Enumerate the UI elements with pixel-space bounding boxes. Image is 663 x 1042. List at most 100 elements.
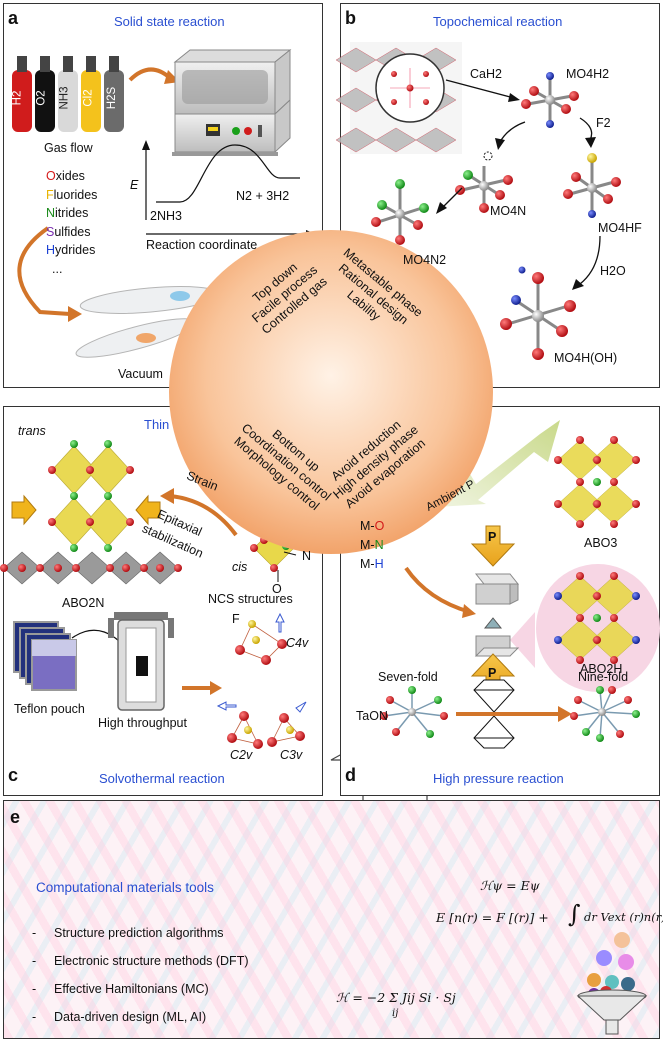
- tools-list: -Structure prediction algorithms -Electr…: [32, 919, 249, 1031]
- gas-cylinders: [12, 56, 124, 132]
- diamond-anvils: [473, 679, 515, 749]
- cylinder-nh3: [58, 56, 78, 132]
- tool-item-4: -Data-driven design (ML, AI): [32, 1010, 207, 1024]
- product-hydrides: Hydrides: [46, 241, 97, 260]
- product-fluorides: Fluorides: [46, 186, 97, 205]
- cylinder-h2: [12, 56, 32, 132]
- mo4hoh-molecule: [500, 266, 576, 360]
- product-sulfides-initial: S: [46, 224, 55, 239]
- abo2n-label: ABO2N: [62, 596, 105, 610]
- abo2h-structure: [510, 564, 660, 692]
- panel-a-label: a: [8, 8, 19, 28]
- mo4n2-label: MO4N2: [403, 253, 447, 267]
- abo2h-label: ABO2H: [580, 662, 623, 676]
- equation-dft-left: E [n(r) = F [(r)] +: [436, 910, 549, 925]
- cylinder-o2: [35, 56, 55, 132]
- mo-m: M-: [360, 519, 375, 533]
- ncs-label: NCS structures: [208, 592, 293, 606]
- autoclave: [108, 612, 174, 711]
- mh-x: H: [374, 557, 384, 571]
- abo3-label: ABO3: [584, 536, 618, 550]
- gas-flow-label: Gas flow: [44, 141, 93, 155]
- o-atom-label: O: [272, 582, 282, 596]
- mn-m: M-: [360, 538, 375, 552]
- reactant-label: 2NH3: [150, 209, 182, 223]
- equation-ising: ℋ = −2 Σ Jij Si · Sj: [336, 990, 456, 1005]
- perovskite-lattice: [335, 42, 462, 154]
- gas-h2-label: H2: [11, 90, 24, 106]
- reaction-axis-label: Reaction coordinate: [146, 238, 258, 252]
- mo4n-molecule: [455, 151, 513, 213]
- product-sulfides: Sulfides: [46, 223, 97, 242]
- product-nitrides: Nitrides: [46, 204, 97, 223]
- vacuum-label: Vacuum: [118, 367, 163, 381]
- f-atom-label: F: [232, 612, 240, 626]
- gas-nh3-label: NH3: [58, 86, 71, 110]
- cylinder-h2s: [104, 56, 124, 132]
- mh-m: M-: [360, 557, 375, 571]
- panel-d-title: High pressure reaction: [433, 771, 564, 786]
- high-pressure-press: [470, 525, 520, 693]
- product-oxides: Oxides: [46, 167, 97, 186]
- gas-cl2-label: Cl2: [82, 89, 95, 107]
- gas-h2s-label: H2S: [106, 86, 119, 110]
- mo4h2-label: MO4H2: [566, 67, 610, 81]
- panel-c-label: c: [8, 765, 19, 785]
- panel-e-title: Computational materials tools: [36, 880, 214, 895]
- mo-x: O: [374, 519, 385, 533]
- taon-ninefold: [570, 686, 640, 742]
- trans-label: trans: [18, 424, 46, 438]
- integral-sign: ∫: [568, 900, 581, 928]
- thin-film-structure: [0, 440, 182, 585]
- n-atom-label: N: [302, 549, 312, 563]
- mx-list: M-O M-N M-H: [360, 517, 384, 574]
- equation-ising-sub: ij: [392, 1008, 399, 1019]
- c2v-label: C2v: [230, 748, 253, 762]
- panel-b-label: b: [345, 8, 356, 28]
- product-fluorides-initial: F: [46, 187, 54, 202]
- product-hydrides-initial: H: [46, 243, 56, 257]
- mo4n2-molecule: [371, 179, 429, 245]
- funnel-graphic: [576, 932, 648, 1035]
- panel-c-bottom-title: Solvothermal reaction: [99, 771, 225, 786]
- panel-d-label: d: [345, 765, 356, 785]
- tool-item-3: -Effective Hamiltonians (MC): [32, 982, 209, 996]
- energy-axis-label: E: [130, 178, 139, 192]
- p-bottom-label: P: [488, 666, 497, 680]
- product-sulfides-rest: ulfides: [54, 224, 91, 239]
- vacuum-ampoules: [75, 286, 221, 358]
- ncs-structures: [216, 612, 307, 749]
- c4v-label: C4v: [286, 636, 309, 650]
- mh-item: M-H: [360, 555, 384, 574]
- teflon-pouch-stack: [13, 621, 77, 691]
- teflon-label: Teflon pouch: [14, 702, 85, 716]
- p-top-label: P: [488, 530, 497, 544]
- products-list: Oxides Fluorides Nitrides Sulfides Hydri…: [46, 167, 97, 278]
- product-label: N2 + 3H2: [236, 189, 290, 203]
- cis-label: cis: [232, 560, 248, 574]
- mo4hf-molecule: [563, 153, 621, 218]
- mo4hf-label: MO4HF: [598, 221, 642, 235]
- product-fluorides-rest: luorides: [53, 187, 98, 202]
- mo-item: M-O: [360, 517, 384, 536]
- taon-sevenfold: [380, 686, 448, 738]
- panel-b-title: Topochemical reaction: [433, 14, 563, 29]
- product-ellipsis: ...: [52, 261, 63, 276]
- panel-a-title: Solid state reaction: [114, 14, 225, 29]
- h2o-label: H2O: [600, 264, 626, 278]
- abo3-structure: [554, 436, 640, 528]
- mo4hoh-label: MO4H(OH): [554, 351, 618, 365]
- mn-item: M-N: [360, 536, 384, 555]
- product-nitrides-initial: N: [46, 206, 56, 220]
- product-hydrides-rest: ydrides: [55, 243, 96, 257]
- product-nitrides-rest: itrides: [55, 206, 89, 220]
- reagent-label: CaH2: [470, 67, 502, 81]
- tool-item-2: -Electronic structure methods (DFT): [32, 954, 249, 968]
- tube-furnace: [172, 48, 292, 156]
- taon-label: TaON: [356, 709, 388, 723]
- seven-label: Seven-fold: [378, 670, 438, 684]
- f2-label: F2: [596, 116, 611, 130]
- tool-item-1: -Structure prediction algorithms: [32, 926, 224, 940]
- gas-o2-label: O2: [35, 90, 48, 106]
